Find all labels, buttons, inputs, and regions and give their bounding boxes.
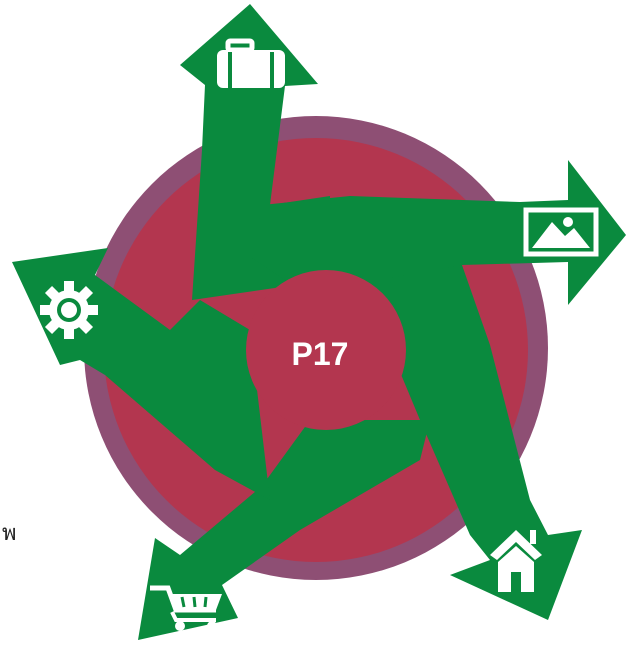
center-hub: [246, 270, 406, 430]
home-icon: [490, 530, 542, 592]
cart-icon: [150, 585, 222, 631]
side-character: พ: [2, 521, 17, 546]
gear-icon: [40, 281, 98, 339]
arrow-cart: [138, 420, 430, 640]
center-label: P17: [292, 336, 349, 372]
luggage-icon: [217, 38, 285, 88]
picture-icon: [523, 207, 599, 257]
